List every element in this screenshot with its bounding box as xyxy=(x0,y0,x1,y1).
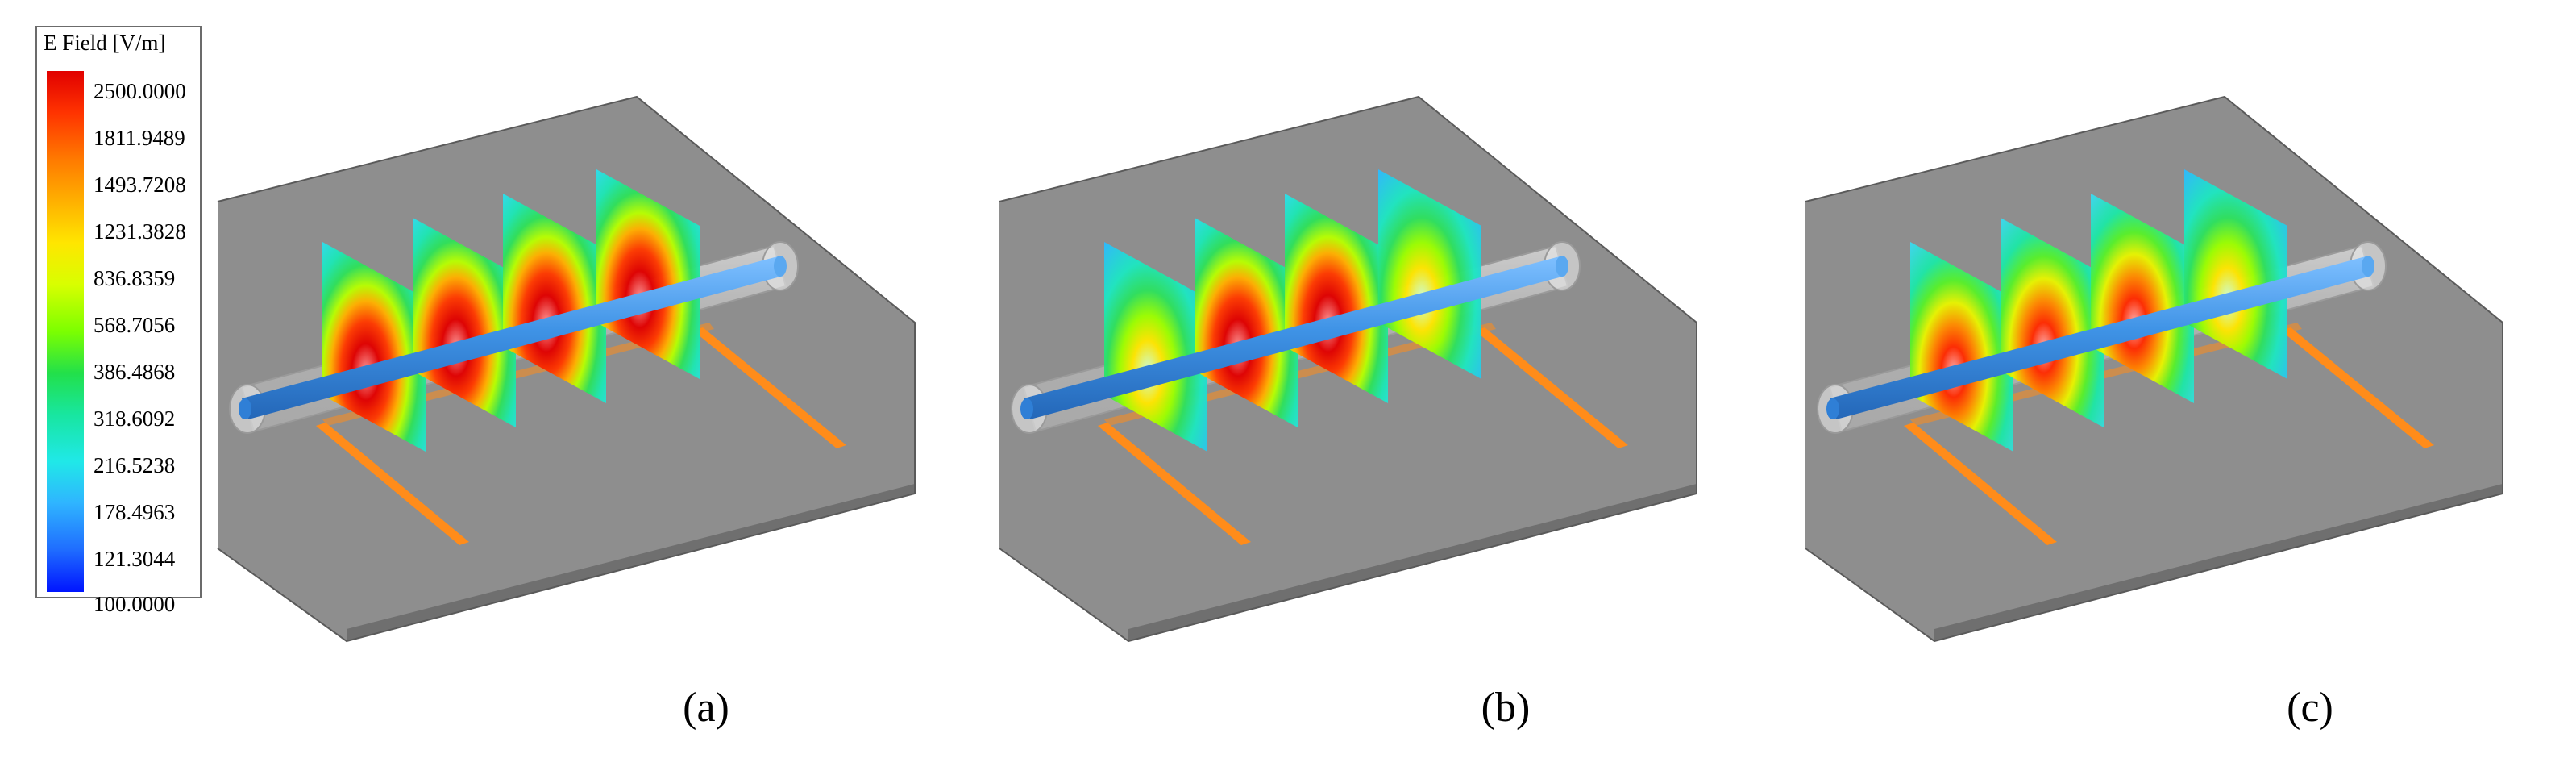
legend-label-11: 100.0000 xyxy=(93,592,176,616)
legend-label-0: 2500.0000 xyxy=(93,79,186,103)
rod-end-left xyxy=(1020,398,1033,419)
board-outline xyxy=(217,95,916,643)
caption-a: (a) xyxy=(683,685,729,731)
trace-right xyxy=(1475,327,1628,448)
field-plane-2 xyxy=(1195,218,1298,427)
rod-end-right xyxy=(774,256,787,277)
field-plane-3 xyxy=(2091,194,2194,403)
rod-end-left xyxy=(1826,398,1839,419)
board-front-edge xyxy=(347,484,915,641)
trace-left xyxy=(1904,423,2057,545)
rod-end-right xyxy=(1556,256,1568,277)
field-plane-2 xyxy=(413,218,516,427)
board-front-edge xyxy=(1934,484,2503,641)
board-outline xyxy=(999,95,1697,643)
trace-right xyxy=(2281,327,2434,448)
trace-left xyxy=(316,423,469,545)
legend-title: E Field [V/m] xyxy=(44,31,166,55)
board-outline xyxy=(1805,95,2503,643)
field-plane-1 xyxy=(1910,242,2013,452)
inner-conductor xyxy=(242,256,783,419)
trace-left xyxy=(1098,423,1251,545)
field-plane-2 xyxy=(2001,218,2104,427)
legend-label-10: 121.3044 xyxy=(93,547,176,571)
legend-label-4: 836.8359 xyxy=(93,266,176,290)
field-plane-4 xyxy=(2184,169,2287,379)
board-front-edge xyxy=(1128,484,1697,641)
colorbar-gradient xyxy=(47,71,84,592)
field-plane-3 xyxy=(1285,194,1388,403)
trace-right xyxy=(693,327,846,448)
caption-c: (c) xyxy=(2287,685,2333,731)
field-plane-1 xyxy=(322,242,426,452)
legend-label-8: 216.5238 xyxy=(93,453,176,477)
panel-b xyxy=(999,95,1697,643)
inner-conductor xyxy=(1830,256,2371,419)
panel-c xyxy=(1805,95,2503,643)
legend-label-7: 318.6092 xyxy=(93,406,176,431)
field-plane-3 xyxy=(503,194,606,403)
legend-label-6: 386.4868 xyxy=(93,360,176,384)
panel-a xyxy=(217,95,916,643)
inner-conductor xyxy=(1024,256,1565,419)
rod-end-right xyxy=(2362,256,2374,277)
caption-b: (b) xyxy=(1481,685,1531,731)
field-plane-1 xyxy=(1104,242,1207,452)
legend-label-9: 178.4963 xyxy=(93,500,176,524)
colorbar-legend: E Field [V/m] 2500.0000 1811.9489 1493.7… xyxy=(35,26,202,616)
legend-label-5: 568.7056 xyxy=(93,313,176,337)
rod-end-left xyxy=(239,398,251,419)
legend-label-1: 1811.9489 xyxy=(93,126,185,150)
field-plane-4 xyxy=(596,169,700,379)
legend-label-2: 1493.7208 xyxy=(93,173,186,197)
field-plane-4 xyxy=(1378,169,1481,379)
legend-label-3: 1231.3828 xyxy=(93,219,186,244)
